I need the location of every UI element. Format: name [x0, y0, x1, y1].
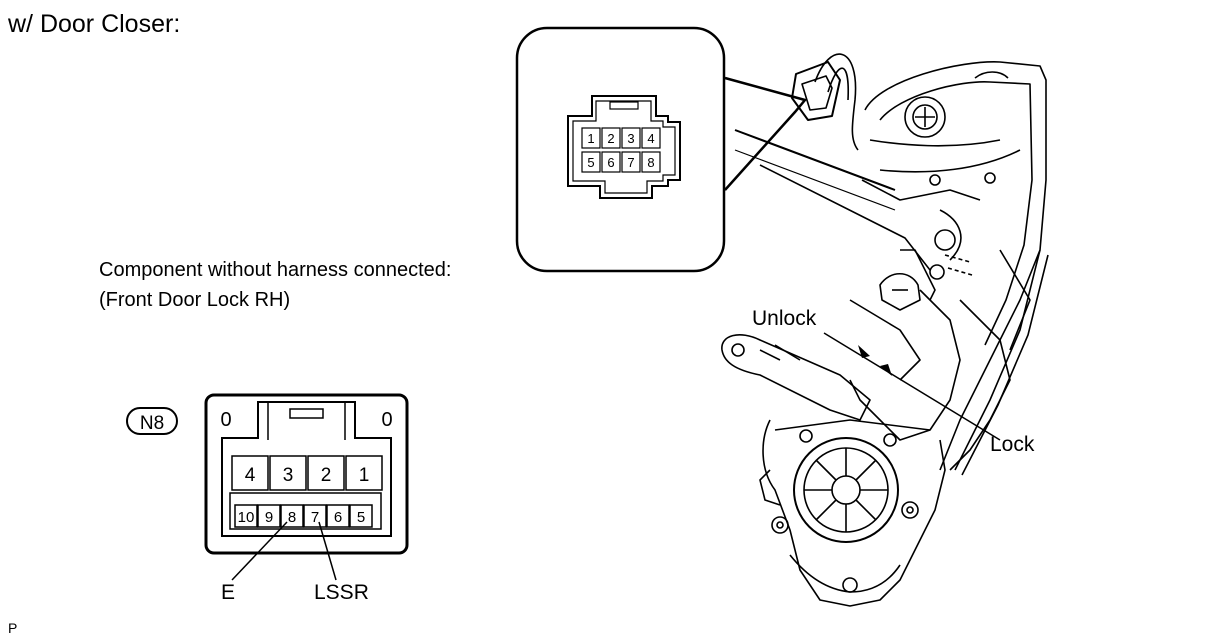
pin-9: 9	[265, 509, 273, 526]
inset-pin-5: 5	[587, 155, 594, 170]
direction-indicator	[823, 332, 1001, 441]
pin-label-e: E	[221, 581, 236, 604]
diagram-title: w/ Door Closer:	[8, 10, 181, 38]
inset-pin-grid	[581, 127, 661, 173]
footer-mark: P	[8, 620, 18, 636]
pin-6: 6	[334, 509, 342, 526]
pin-label-lssr: LSSR	[314, 581, 369, 604]
inset-pin-7: 7	[627, 155, 634, 170]
pin-10: 10	[238, 509, 255, 526]
inset-connector: 1 2 3 4 5 6 7 8	[567, 95, 681, 199]
pin-2: 2	[321, 465, 332, 486]
lock-label: Lock	[990, 433, 1035, 456]
inset-pin-3: 3	[627, 131, 634, 146]
pin-3: 3	[283, 465, 294, 486]
inset-pin-4: 4	[647, 131, 654, 146]
n8-code-badge: N8	[126, 407, 178, 435]
pin-8: 8	[288, 509, 296, 526]
connector-code-label: N8	[140, 413, 164, 434]
pin-1: 1	[359, 465, 370, 486]
component-caption-line1: Component without harness connected:	[99, 259, 452, 281]
inset-pin-1: 1	[587, 131, 594, 146]
wire-harness	[954, 249, 1049, 476]
component-caption-line2: (Front Door Lock RH)	[99, 289, 291, 311]
pin-4: 4	[245, 465, 256, 486]
inset-pin-6: 6	[607, 155, 614, 170]
unlock-label: Unlock	[752, 307, 817, 330]
pin-7: 7	[311, 509, 319, 526]
inset-pin-8: 8	[647, 155, 654, 170]
mount-mark-left: 0	[220, 409, 231, 431]
inset-pin-2: 2	[607, 131, 614, 146]
front-door-lock-connector	[204, 393, 409, 555]
mount-mark-right: 0	[381, 409, 392, 431]
leader-line-e	[231, 521, 288, 581]
door-lock-illustration	[721, 53, 1047, 607]
pin-5: 5	[357, 509, 365, 526]
leader-line-lssr	[318, 521, 337, 581]
